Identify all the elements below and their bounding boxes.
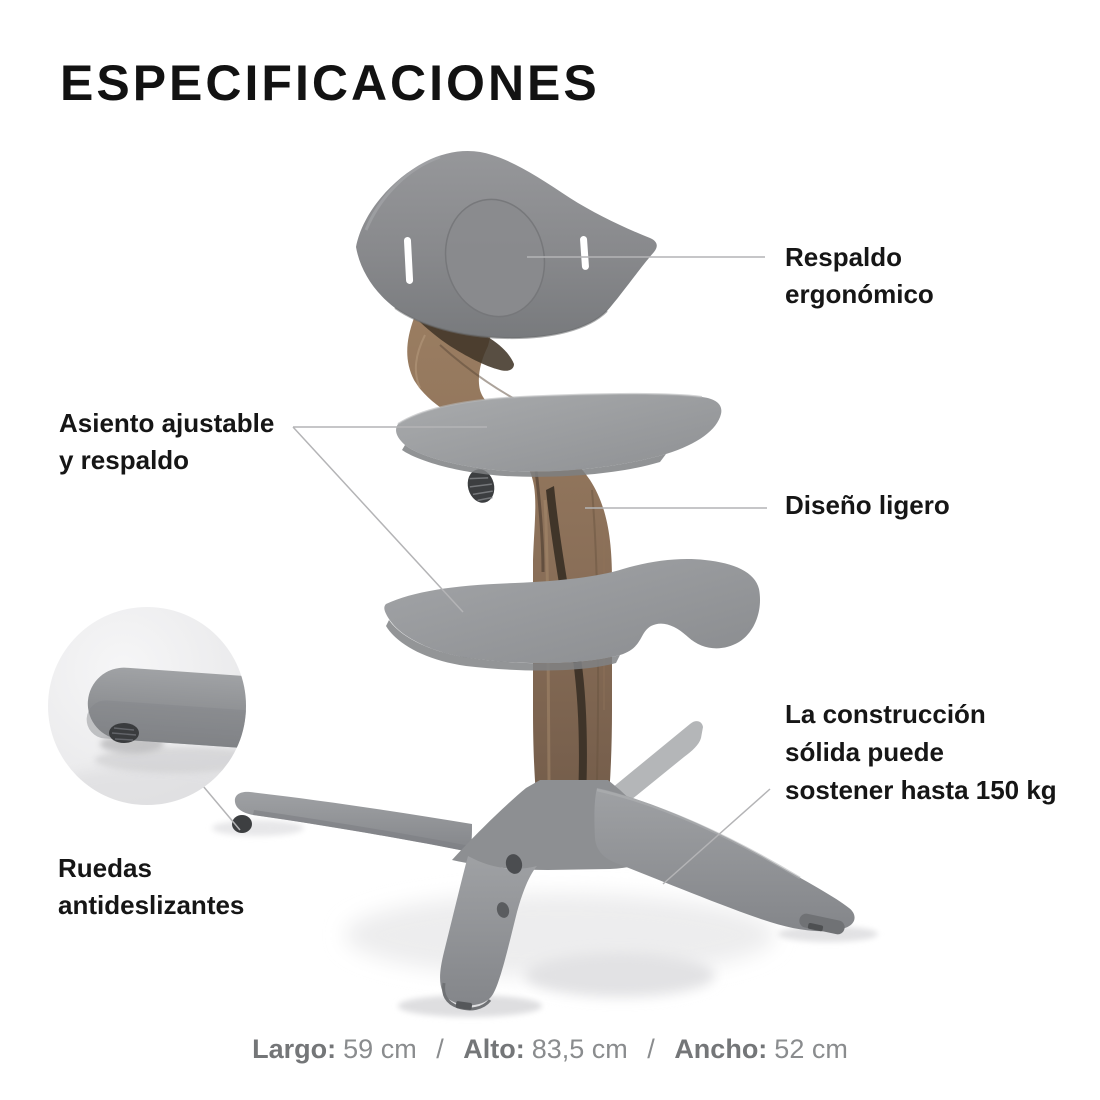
label-line: sostener hasta 150 kg [785,775,1057,805]
foot-pad [455,1001,473,1010]
backrest [356,150,657,340]
dimension-length: Largo:59 cm [252,1034,417,1065]
hub-hole [505,854,523,874]
dimension-height: Alto:83,5 cm [463,1034,628,1065]
page-title: ESPECIFICACIONES [60,55,600,111]
label-line: antideslizantes [58,890,245,920]
footrest [384,559,761,671]
leg-tip-closeup [87,667,246,755]
backrest-pad [444,198,546,318]
foot-pad [799,913,845,935]
label-line: Respaldo [785,242,903,272]
dimension-value: 83,5 cm [531,1034,628,1064]
hub-hole [496,902,510,918]
base-leg-back-left [232,791,472,852]
callout-line-construction [662,788,771,885]
separator: / [647,1034,655,1064]
label-lightweight: Diseño ligero [785,487,950,524]
label-seat: Asiento ajustable y respaldo [59,405,274,479]
label-line: y respaldo [59,445,190,475]
dimension-label: Largo: [252,1034,337,1064]
anti-slip-wheel-closeup [109,723,139,743]
base-leg-front-right [594,788,855,935]
label-line: ergonómico [785,279,934,309]
base-leg-back-right [612,721,703,804]
inset-connector-line [202,785,241,831]
dimension-value: 52 cm [774,1034,848,1064]
dimension-label: Ancho: [674,1034,768,1064]
base-leg-front-left [440,856,537,1011]
label-line: La construcción [785,699,986,729]
label-line: sólida puede [785,737,944,767]
adjustment-knob [467,469,495,503]
label-line: Asiento ajustable [59,408,275,438]
callout-lines [202,256,771,885]
label-line: Diseño ligero [785,490,950,520]
dimensions-bar: Largo:59 cm / Alto:83,5 cm / Ancho:52 cm [0,1034,1100,1065]
dimension-width: Ancho:52 cm [674,1034,848,1065]
label-construction: La construcción sólida puede sostener ha… [785,695,1057,809]
anti-slip-wheel [232,815,252,833]
label-backrest: Respaldo ergonómico [785,239,934,313]
backrest-slot [580,235,589,270]
wheel-detail-inset [48,607,246,805]
separator: / [436,1034,444,1064]
backrest-slot [403,237,414,284]
callout-line-footrest [292,426,464,613]
dimension-label: Alto: [463,1034,525,1064]
dimension-value: 59 cm [343,1034,417,1064]
label-wheels: Ruedas antideslizantes [58,850,244,924]
label-line: Ruedas [58,853,152,883]
seat-plate [396,392,722,477]
